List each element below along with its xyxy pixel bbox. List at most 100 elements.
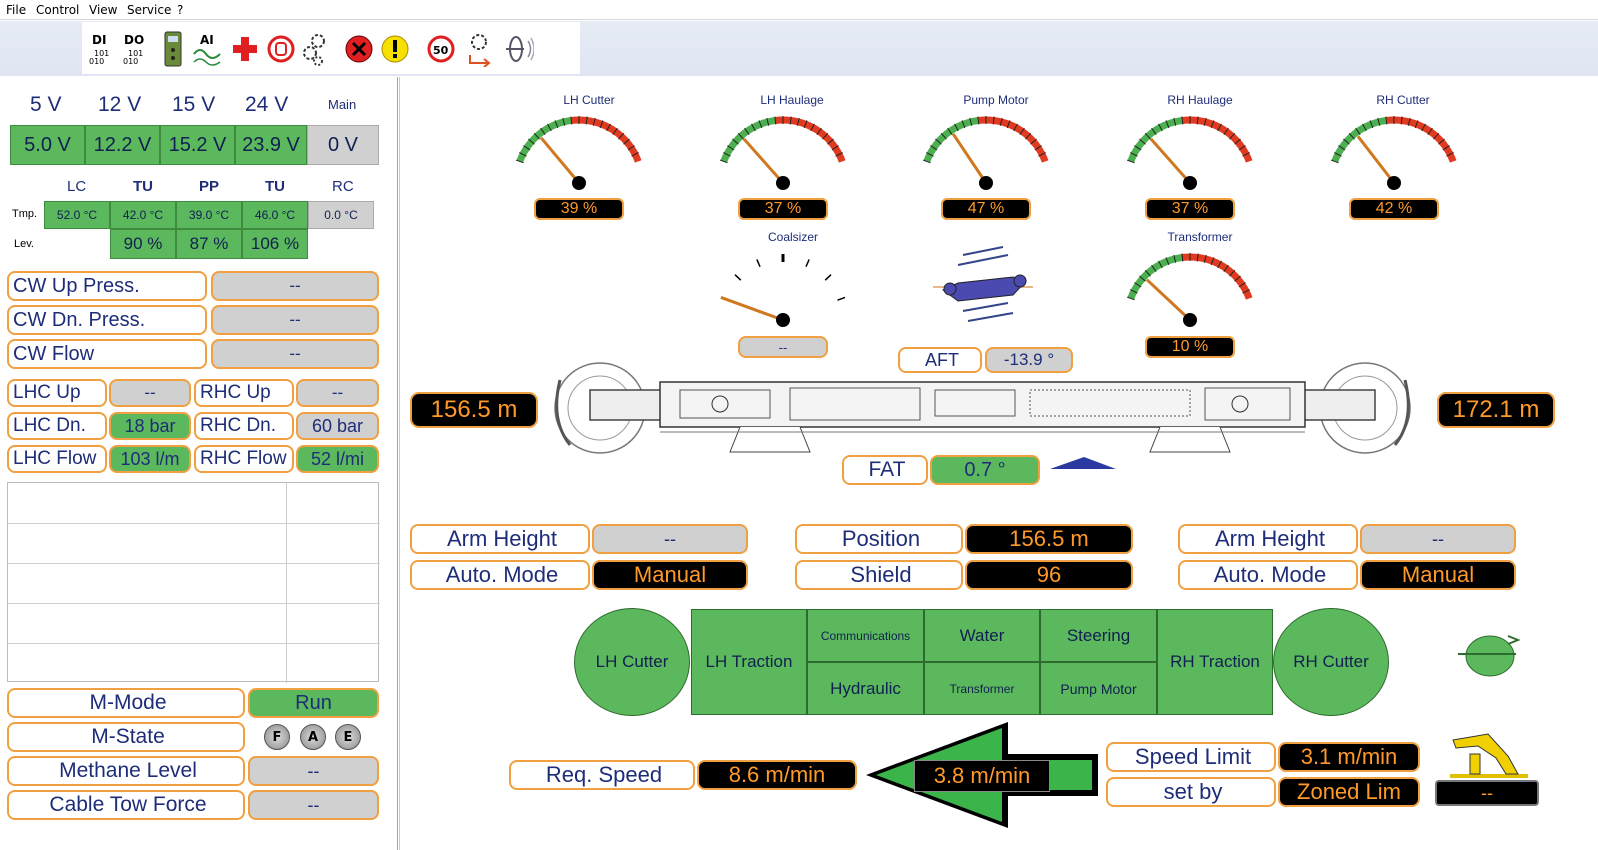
gauge-tick (1034, 145, 1042, 151)
gauge-segment (804, 120, 815, 131)
menu-view[interactable]: View (89, 3, 118, 17)
gauge-tick (1223, 264, 1229, 272)
gauge-tick (1210, 257, 1215, 266)
antenna-icon (506, 36, 534, 62)
gauge-tick (599, 120, 604, 129)
gauge-tick (1238, 145, 1246, 151)
actual-speed-value: 3.8 m/min (914, 760, 1050, 792)
m-state-a-button[interactable]: A (300, 724, 326, 750)
grid-row-line (8, 563, 380, 564)
left-arm-height-label: Arm Height (410, 524, 590, 554)
gauge-segment (1173, 253, 1183, 263)
gauge-segment (1343, 133, 1355, 144)
m-state-e-button[interactable]: E (335, 724, 361, 750)
antenna-button[interactable] (504, 30, 534, 68)
gauge-tick (1234, 275, 1241, 282)
system-transformer[interactable]: Transformer (924, 662, 1040, 715)
tmp-value-tu1: 42.0 °C (110, 201, 176, 229)
gauge-segment (613, 128, 624, 139)
gauge-segment (1355, 124, 1367, 135)
shield-label: Shield (795, 560, 963, 590)
gauge-tick (737, 132, 744, 140)
gauge-tick (1330, 159, 1339, 164)
system-lh-traction[interactable]: LH Traction (691, 609, 807, 715)
gauge-tick (1165, 257, 1170, 266)
voltage-value-main: 0 V (307, 125, 379, 165)
gauge-tick (816, 127, 822, 135)
system-rh-cutter[interactable]: RH Cutter (1273, 608, 1389, 716)
gauge-tick (1377, 117, 1381, 126)
emergency-stop-button[interactable] (344, 30, 374, 68)
gauge-segment (1020, 128, 1031, 139)
m-state-f-button[interactable]: F (264, 724, 290, 750)
system-communications[interactable]: Communications (807, 609, 924, 662)
gauge-hub (1183, 176, 1197, 190)
gauge-hub (979, 176, 993, 190)
gears-button[interactable] (300, 30, 330, 68)
gauge-segment (1211, 120, 1222, 131)
gauge-segment (1338, 139, 1350, 150)
gauge-segment (1331, 152, 1342, 163)
tmp-value-pp: 39.0 °C (176, 201, 242, 229)
system-lh-cutter[interactable]: LH Cutter (574, 608, 690, 716)
menu-bar: File Control View Service ? (0, 0, 1598, 20)
gauge-dial (1126, 253, 1253, 327)
gears-icon (303, 34, 325, 66)
gauge-tick (540, 127, 546, 135)
coalsizer-tick (805, 259, 810, 268)
menu-file[interactable]: File (6, 3, 27, 17)
system-rh-traction[interactable]: RH Traction (1157, 609, 1273, 715)
gauge-segment (1229, 270, 1241, 281)
menu-service[interactable]: Service (127, 3, 172, 17)
system-pump-motor[interactable]: Pump Motor (1040, 662, 1157, 715)
lhc-flow-value: 103 l/m (109, 445, 191, 473)
gear-arrow-button[interactable] (464, 30, 494, 68)
system-steering[interactable]: Steering (1040, 609, 1157, 662)
system-hydraulic[interactable]: Hydraulic (807, 662, 924, 715)
gauge-tick (1229, 269, 1236, 277)
tmp-value-lc: 52.0 °C (44, 201, 110, 229)
gauge-segment (1166, 255, 1176, 265)
gauge-value-transformer: 10 % (1145, 336, 1235, 358)
temp-header-rc: RC (332, 178, 354, 195)
warning-button[interactable] (380, 30, 410, 68)
menu-control[interactable]: Control (36, 3, 80, 17)
gauge-tick (1238, 282, 1246, 288)
voltage-value-15v: 15.2 V (160, 125, 235, 165)
gauge-dial (1330, 116, 1457, 190)
gauge-segment (1217, 261, 1229, 272)
req-speed-label: Req. Speed (509, 760, 695, 790)
ai-button[interactable]: AI (192, 30, 222, 68)
gauge-segment (993, 116, 1003, 126)
gauge-tick (926, 152, 934, 157)
di-icon-bits: 101 (94, 49, 109, 58)
gauge-tick (723, 152, 731, 157)
gauge-tick (1038, 152, 1046, 157)
stop-hand-button[interactable] (266, 30, 296, 68)
gauge-tick (1134, 145, 1142, 151)
gauge-tick (822, 132, 829, 140)
speed-limit-button[interactable]: 50 (426, 30, 456, 68)
menu-help[interactable]: ? (177, 3, 184, 17)
first-aid-button[interactable] (230, 30, 260, 68)
ai-icon: AI (193, 33, 221, 66)
right-auto-mode-value: Manual (1360, 560, 1516, 590)
remote-button[interactable] (158, 30, 188, 68)
gauge-tick (961, 120, 966, 129)
gauge-segment (827, 139, 839, 150)
gauge-tick (1242, 289, 1250, 294)
voltage-label-main: Main (328, 97, 357, 112)
gauge-segment (817, 128, 828, 139)
rhc-dn-label: RHC Dn. (194, 412, 294, 440)
gauge-segment (751, 120, 762, 131)
gauge-value-rh-cutter: 42 % (1349, 198, 1439, 220)
system-water[interactable]: Water (924, 609, 1040, 662)
gauge-needle (539, 136, 581, 184)
rhc-up-label: RHC Up (194, 379, 294, 407)
gauge-segment (1127, 152, 1138, 163)
gauge-tick (631, 152, 639, 157)
